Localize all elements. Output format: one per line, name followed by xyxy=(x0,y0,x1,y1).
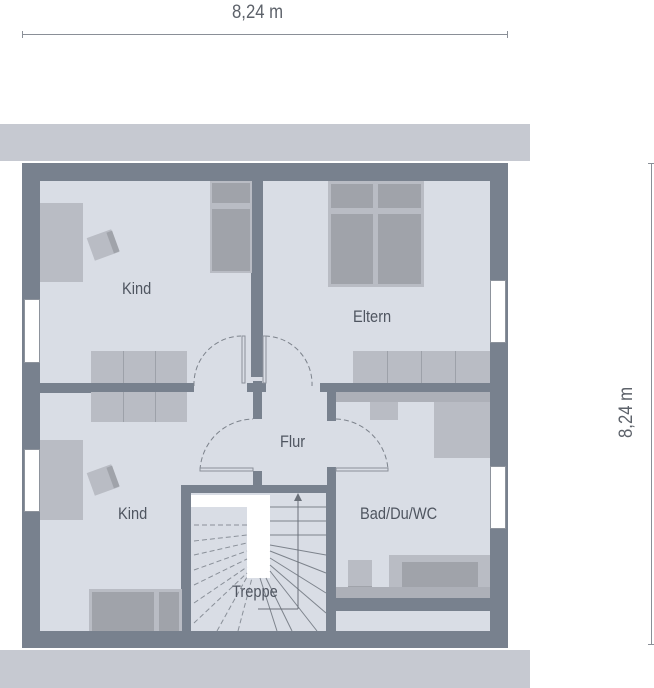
door-leaf-bad xyxy=(335,467,389,472)
window-kind-top xyxy=(24,299,40,363)
room-label-kind-bottom: Kind xyxy=(118,504,148,523)
wall-center-vertical-low xyxy=(253,381,262,419)
wall-treppe-left xyxy=(181,485,191,631)
roof-eave-bottom xyxy=(0,650,530,688)
wall-kind-divider xyxy=(40,383,194,392)
room-label-flur: Flur xyxy=(280,432,306,451)
wall-flur-stub-left xyxy=(253,471,262,493)
wall-bad-stub xyxy=(327,391,336,421)
wall-bad-left xyxy=(327,467,336,635)
floor-plan: Kind Eltern Flur Kind Bad/Du/WC Treppe xyxy=(22,163,508,648)
desk-kind-top xyxy=(40,203,83,282)
window-kind-bottom xyxy=(24,449,40,512)
bed-kind-bottom-pillow xyxy=(159,592,179,631)
door-leaf-kind-top xyxy=(241,335,246,384)
toilet xyxy=(348,560,372,586)
bed-eltern-pillow-left xyxy=(331,184,373,208)
door-swings-and-stairs xyxy=(193,335,389,632)
bed-eltern-mattress-left xyxy=(331,214,373,284)
wall-eltern-bad xyxy=(320,383,490,392)
door-leaf-kind-bottom xyxy=(199,467,254,472)
door-swing-bad xyxy=(335,418,389,471)
bed-kind-bottom-mattress xyxy=(92,592,154,631)
room-label-bad: Bad/Du/WC xyxy=(360,504,438,523)
bad-wall-strip-top xyxy=(336,392,490,402)
door-leaf-eltern xyxy=(262,335,267,384)
depth-dimension: 8,24 m xyxy=(600,163,654,648)
width-dimension-line xyxy=(22,34,508,35)
depth-dimension-label: 8,24 m xyxy=(616,386,637,438)
door-swing-eltern xyxy=(264,335,313,387)
room-label-kind-top: Kind xyxy=(122,279,152,298)
width-dimension: 8,24 m xyxy=(22,0,508,40)
stair-direction-arrow xyxy=(258,499,299,610)
bed-eltern-pillow-right xyxy=(378,184,421,208)
window-eltern xyxy=(490,280,506,343)
room-label-treppe: Treppe xyxy=(232,582,278,601)
stair-void-side xyxy=(247,495,270,578)
width-dimension-label: 8,24 m xyxy=(232,2,284,23)
stair-arrow-head xyxy=(294,493,302,501)
bad-strip xyxy=(336,611,490,631)
stair-treads-hidden xyxy=(193,524,253,632)
wall-stub-center xyxy=(247,383,266,392)
door-swing-kind-bottom xyxy=(199,418,254,471)
wall-treppe-top xyxy=(181,485,271,493)
wardrobe-kind-bottom xyxy=(91,392,187,422)
bed-kind-top-pillow xyxy=(212,183,250,203)
room-label-eltern: Eltern xyxy=(353,307,392,326)
wall-center-vertical xyxy=(251,181,263,377)
bed-kind-top-mattress xyxy=(212,209,250,271)
bed-eltern-mattress-right xyxy=(378,214,421,284)
shower xyxy=(434,402,490,458)
wall-bad-bottom xyxy=(336,598,490,611)
bad-wall-strip-bottom xyxy=(336,587,490,598)
wardrobe-kind-top xyxy=(91,351,187,383)
door-swing-kind-top xyxy=(193,335,242,387)
roof-eave-top xyxy=(0,124,530,161)
washbasin xyxy=(370,402,398,420)
bathtub-basin xyxy=(402,562,478,590)
depth-dimension-line xyxy=(651,163,652,645)
desk-kind-bottom xyxy=(40,440,83,520)
window-bad xyxy=(490,466,506,529)
stair-treads xyxy=(259,506,327,632)
